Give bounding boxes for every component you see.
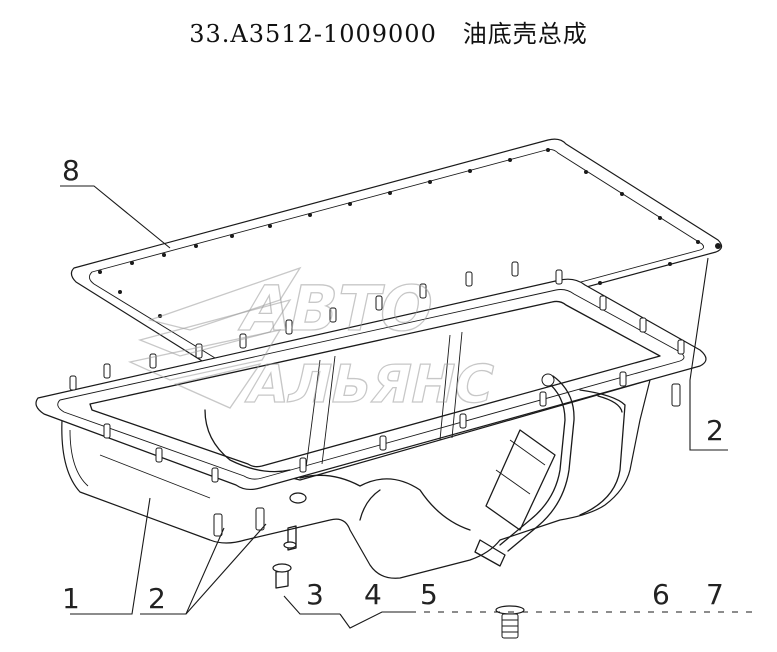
callout-labels: 8 2 1 2 3 4 5 6 7 <box>62 154 724 615</box>
callout-5: 5 <box>420 578 438 611</box>
callout-7: 7 <box>706 578 724 611</box>
watermark-logo: АВТО АЛЬЯНС <box>127 266 500 416</box>
callout-6: 6 <box>652 578 670 611</box>
callout-2-left: 2 <box>148 582 166 615</box>
callout-8: 8 <box>62 154 80 187</box>
callout-3: 3 <box>306 578 324 611</box>
dipstick-tube-assembly[interactable] <box>474 373 575 567</box>
drain-plug-parts[interactable] <box>272 492 307 589</box>
watermark-line1: АВТО <box>235 273 441 345</box>
leader-lines <box>60 185 760 629</box>
loose-bolts-part-2[interactable] <box>213 383 681 639</box>
callout-2-right: 2 <box>706 414 724 447</box>
watermark-mark-icon <box>127 266 302 409</box>
watermark-line2: АЛЬЯНС <box>242 355 500 415</box>
oil-pan-part-1[interactable] <box>35 261 707 579</box>
flange-studs <box>69 261 685 483</box>
callout-4: 4 <box>364 578 382 611</box>
callout-1: 1 <box>62 582 80 615</box>
page-title: 33.A3512-1009000 油底壳总成 <box>189 20 588 48</box>
gasket-part-8[interactable] <box>70 138 723 382</box>
